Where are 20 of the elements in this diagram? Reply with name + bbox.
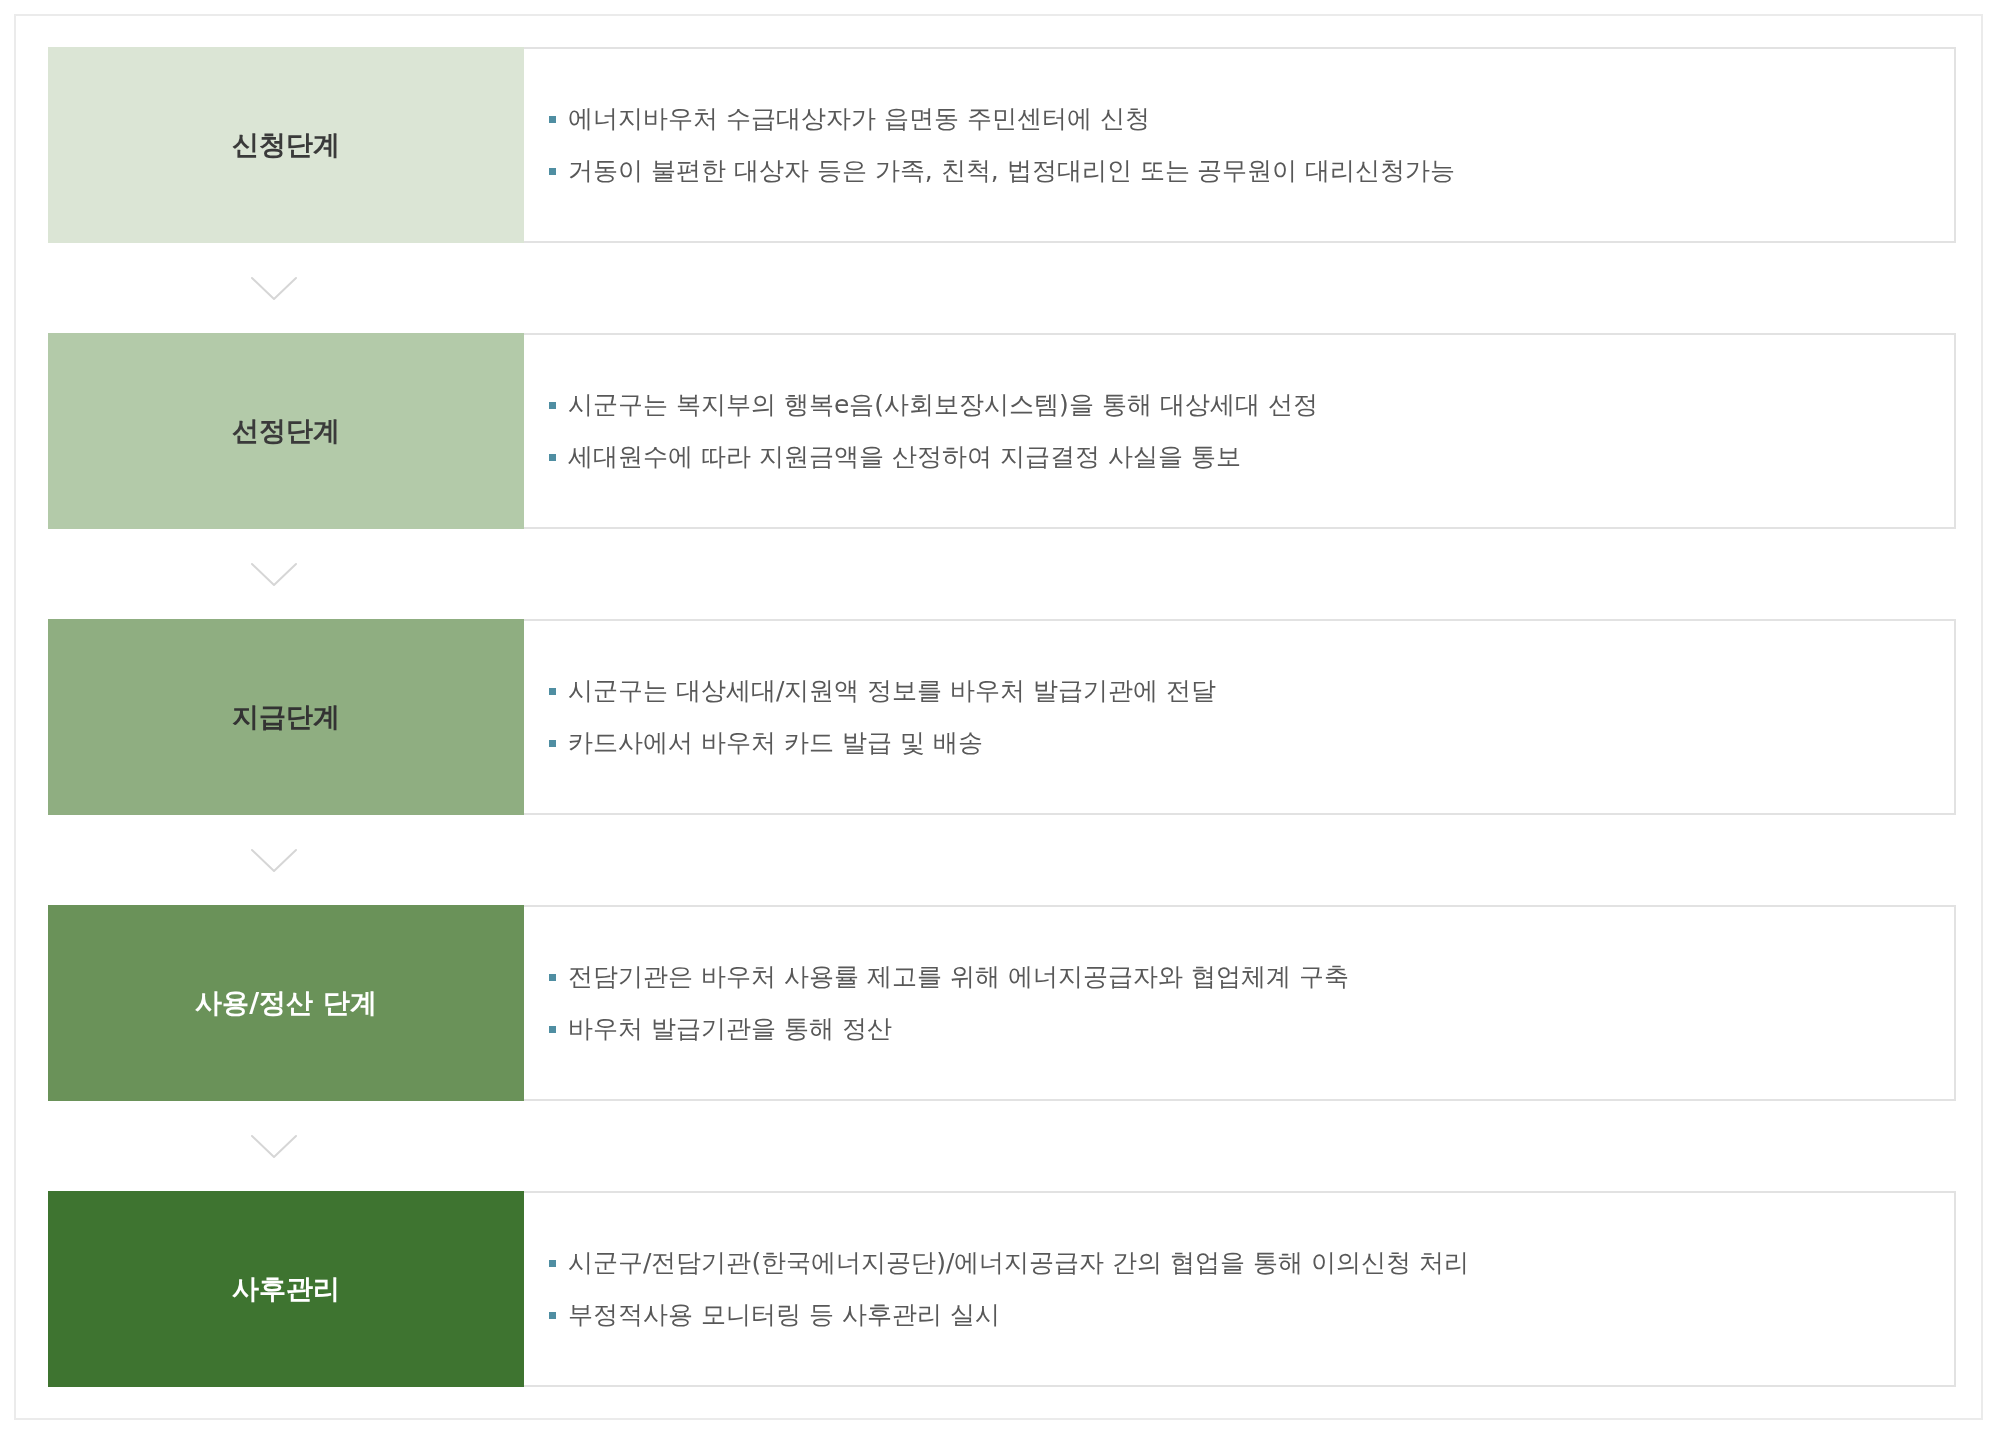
stage-row: [48, 619, 1956, 815]
bullet-text: 카드사에서 바우처 카드 발급 및 배송: [568, 726, 983, 759]
bullet-text: 바우처 발급기관을 통해 정산: [568, 1012, 892, 1045]
stage-title: 신청단계: [232, 128, 340, 162]
bullet-text: 세대원수에 따라 지원금액을 산정하여 지급결정 사실을 통보: [568, 440, 1241, 473]
stage-row: [48, 1191, 1956, 1387]
bullet-text: 에너지바우처 수급대상자가 읍면동 주민센터에 신청: [568, 102, 1150, 135]
stage-title: 선정단계: [232, 414, 340, 448]
bullet-text: 시군구/전담기관(한국에너지공단)/에너지공급자 간의 협업을 통해 이의신청 처리: [568, 1246, 1470, 1279]
stage-row: [48, 47, 1956, 243]
stage-title: 사후관리: [232, 1272, 340, 1306]
bullet-text: 거동이 불편한 대상자 등은 가족, 친척, 법정대리인 또는 공무원이 대리신청가능: [568, 154, 1456, 187]
bullet-text: 전담기관은 바우처 사용률 제고를 위해 에너지공급자와 협업체계 구축: [568, 960, 1349, 993]
bullet-text: 부정적사용 모니터링 등 사후관리 실시: [568, 1298, 1000, 1331]
bullet-text: 시군구는 복지부의 행복e음(사회보장시스템)을 통해 대상세대 선정: [568, 388, 1318, 421]
stage-title: 사용/정산 단계: [195, 986, 377, 1020]
stage-title: 지급단계: [232, 700, 340, 734]
stage-row: [48, 905, 1956, 1101]
bullet-text: 시군구는 대상세대/지원액 정보를 바우처 발급기관에 전달: [568, 674, 1217, 707]
stage-row: [48, 333, 1956, 529]
